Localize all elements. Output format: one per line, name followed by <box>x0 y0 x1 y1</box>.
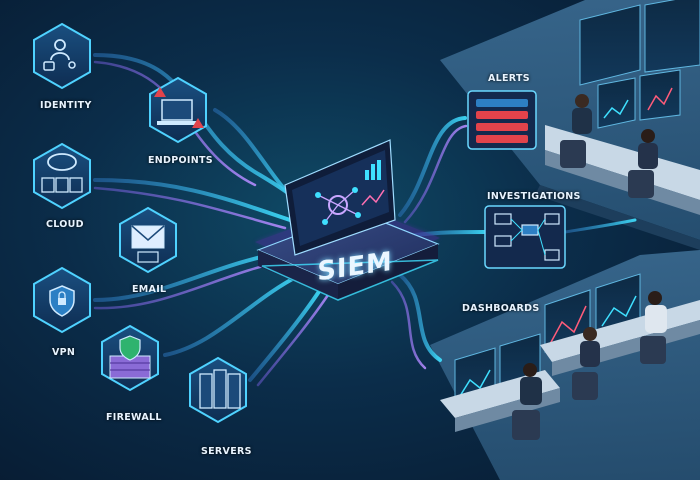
hex-identity <box>33 22 91 90</box>
source-label-firewall: FIREWALL <box>106 412 162 423</box>
output-label-alerts: ALERTS <box>488 73 530 84</box>
source-label-identity: IDENTITY <box>40 100 92 111</box>
hex-endpoints <box>149 76 207 144</box>
output-label-dashboards: DASHBOARDS <box>462 303 540 314</box>
hex-servers <box>189 356 247 424</box>
source-label-cloud: CLOUD <box>46 219 84 230</box>
investigations-panel <box>484 205 566 269</box>
hex-vpn <box>33 266 91 334</box>
hex-firewall <box>101 324 159 392</box>
output-label-investigations: INVESTIGATIONS <box>487 191 581 202</box>
bottom-control-room <box>430 250 700 480</box>
hex-email <box>119 206 177 274</box>
siem-core <box>255 139 440 301</box>
source-label-email: EMAIL <box>132 284 167 295</box>
source-label-endpoints: ENDPOINTS <box>148 155 213 166</box>
alerts-panel <box>467 90 537 150</box>
source-label-vpn: VPN <box>52 347 76 358</box>
hex-cloud <box>33 142 91 210</box>
source-label-servers: SERVERS <box>201 446 252 457</box>
top-control-room <box>440 0 700 250</box>
